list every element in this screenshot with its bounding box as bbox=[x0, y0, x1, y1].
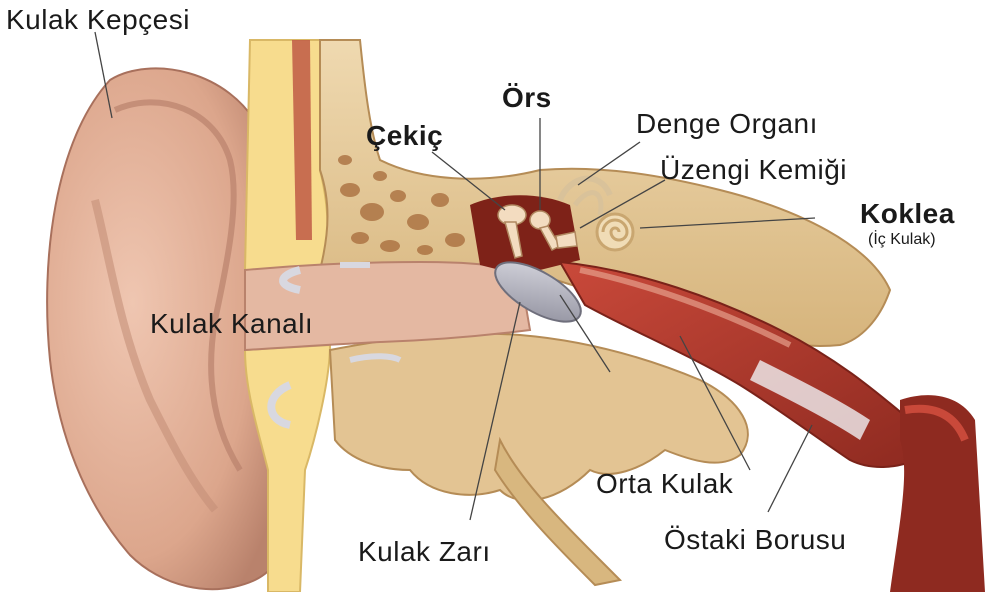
label-kulak-kanali: Kulak Kanalı bbox=[150, 310, 313, 338]
label-cekic: Çekiç bbox=[366, 122, 443, 150]
label-denge-organi: Denge Organı bbox=[636, 110, 818, 138]
cartilage-strip bbox=[245, 40, 328, 270]
label-orta-kulak: Orta Kulak bbox=[596, 470, 733, 498]
label-ic-kulak: (İç Kulak) bbox=[868, 232, 936, 248]
label-koklea: Koklea bbox=[860, 200, 955, 228]
label-ors: Örs bbox=[502, 84, 552, 112]
label-kulak-kepcesi: Kulak Kepçesi bbox=[6, 6, 190, 34]
label-ostaki-borusu: Östaki Borusu bbox=[664, 526, 846, 554]
label-kulak-zari: Kulak Zarı bbox=[358, 538, 491, 566]
label-uzengi-kemigi: Üzengi Kemiği bbox=[660, 156, 847, 184]
